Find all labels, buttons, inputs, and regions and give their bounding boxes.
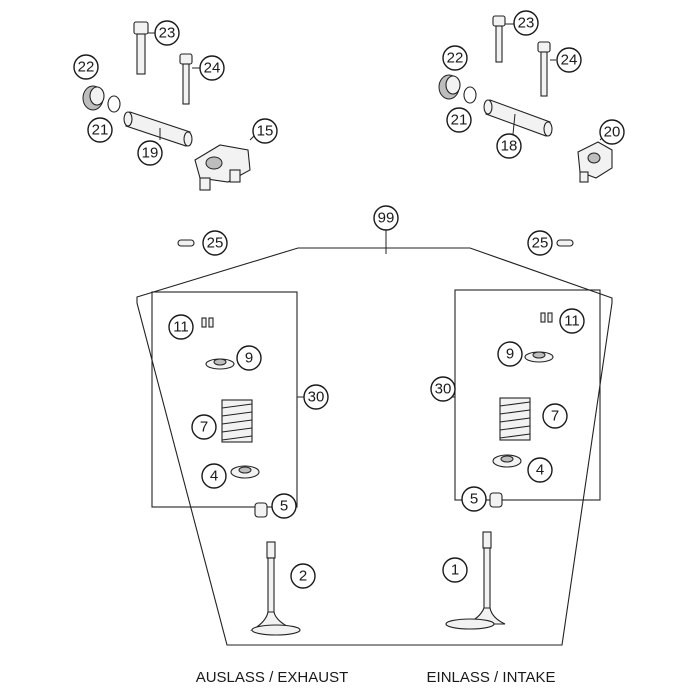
- callout-5-right: 5: [461, 486, 487, 512]
- exhaust-valve-2: [249, 541, 301, 636]
- svg-text:30: 30: [308, 389, 325, 406]
- svg-text:23: 23: [518, 15, 535, 32]
- callout-21-right: 21: [446, 107, 472, 133]
- callout-19: 19: [137, 140, 163, 166]
- callout-11-left: 11: [168, 314, 194, 340]
- valve-spring-7-left: [221, 399, 253, 443]
- callout-20: 20: [599, 119, 625, 145]
- spring-kit-box-right: [454, 289, 601, 501]
- bolt-23-left: [133, 21, 155, 75]
- valve-keepers-11-right: [540, 312, 553, 323]
- spacer-25-left: [177, 239, 195, 247]
- callout-7-right: 7: [542, 403, 568, 429]
- callout-23-right: 23: [513, 10, 539, 36]
- shaft-19: [123, 111, 193, 147]
- svg-text:30: 30: [435, 381, 452, 398]
- svg-text:2: 2: [299, 568, 307, 585]
- valve-spring-7-right: [499, 397, 531, 441]
- rocker-arm-20: [577, 135, 613, 183]
- svg-text:21: 21: [92, 122, 109, 139]
- svg-text:99: 99: [378, 210, 395, 227]
- intake-valve-1: [445, 531, 506, 630]
- callout-11-right: 11: [559, 308, 585, 334]
- callout-25-left: 25: [202, 230, 228, 256]
- svg-text:20: 20: [604, 124, 621, 141]
- spacer-25-right: [556, 239, 574, 247]
- callout-99: 99: [373, 205, 399, 231]
- caption-exhaust: AUSLASS / EXHAUST: [196, 669, 349, 686]
- svg-text:23: 23: [159, 25, 176, 42]
- callout-30-left: 30: [303, 384, 329, 410]
- svg-text:7: 7: [551, 408, 559, 425]
- spring-seat-4-right: [492, 454, 522, 468]
- callout-1: 1: [442, 557, 468, 583]
- svg-text:22: 22: [447, 50, 464, 67]
- svg-text:24: 24: [204, 60, 221, 77]
- callout-4-left: 4: [201, 463, 227, 489]
- svg-text:22: 22: [78, 59, 95, 76]
- spring-seat-4-left: [230, 465, 260, 479]
- rocker-arm-15: [194, 133, 257, 191]
- valve-seal-5-right: [489, 492, 503, 508]
- oring-21-left: [107, 95, 121, 113]
- bolt-24-right: [537, 41, 556, 97]
- svg-text:7: 7: [200, 419, 208, 436]
- callout-4-right: 4: [527, 457, 553, 483]
- svg-text:24: 24: [561, 52, 578, 69]
- spring-retainer-9-right: [524, 351, 554, 363]
- rocker-group-right: [438, 15, 613, 183]
- callout-2: 2: [290, 563, 316, 589]
- svg-text:25: 25: [532, 235, 549, 252]
- svg-text:18: 18: [501, 138, 518, 155]
- bolt-23-right: [492, 15, 514, 63]
- svg-text:5: 5: [470, 491, 478, 508]
- svg-text:9: 9: [245, 350, 253, 367]
- callout-25-right: 25: [527, 230, 553, 256]
- svg-text:9: 9: [506, 346, 514, 363]
- callout-24-left: 24: [199, 55, 225, 81]
- callout-22-right: 22: [442, 45, 468, 71]
- spring-kit-box-left: [151, 291, 298, 508]
- svg-text:11: 11: [173, 319, 189, 336]
- svg-text:1: 1: [451, 562, 459, 579]
- callout-18: 18: [496, 133, 522, 159]
- shaft-18: [483, 99, 553, 137]
- svg-text:5: 5: [280, 498, 288, 515]
- svg-text:15: 15: [257, 123, 274, 140]
- oring-21-right: [463, 86, 477, 104]
- svg-text:11: 11: [564, 313, 580, 330]
- svg-text:4: 4: [536, 462, 544, 479]
- bolt-24-left: [179, 53, 200, 105]
- svg-text:19: 19: [142, 145, 159, 162]
- callout-21-left: 21: [87, 117, 113, 143]
- cap-22-left: [82, 85, 105, 111]
- callout-23-left: 23: [154, 20, 180, 46]
- svg-text:4: 4: [210, 468, 218, 485]
- valve-kit-outline: [136, 247, 613, 646]
- callout-7-left: 7: [191, 414, 217, 440]
- svg-text:25: 25: [207, 235, 224, 252]
- callout-5-left: 5: [271, 493, 297, 519]
- cap-22-right: [438, 74, 461, 100]
- callout-24-right: 24: [556, 47, 582, 73]
- spring-retainer-9-left: [205, 358, 235, 370]
- svg-text:21: 21: [451, 112, 468, 129]
- callout-9-left: 9: [236, 345, 262, 371]
- callout-15: 15: [252, 118, 278, 144]
- callout-30-right: 30: [430, 376, 456, 402]
- rocker-group-left: [82, 21, 257, 191]
- callout-9-right: 9: [497, 341, 523, 367]
- callout-22-left: 22: [73, 54, 99, 80]
- caption-intake: EINLASS / INTAKE: [427, 669, 556, 686]
- valve-seal-5-left: [254, 502, 268, 518]
- valve-keepers-11-left: [201, 317, 214, 328]
